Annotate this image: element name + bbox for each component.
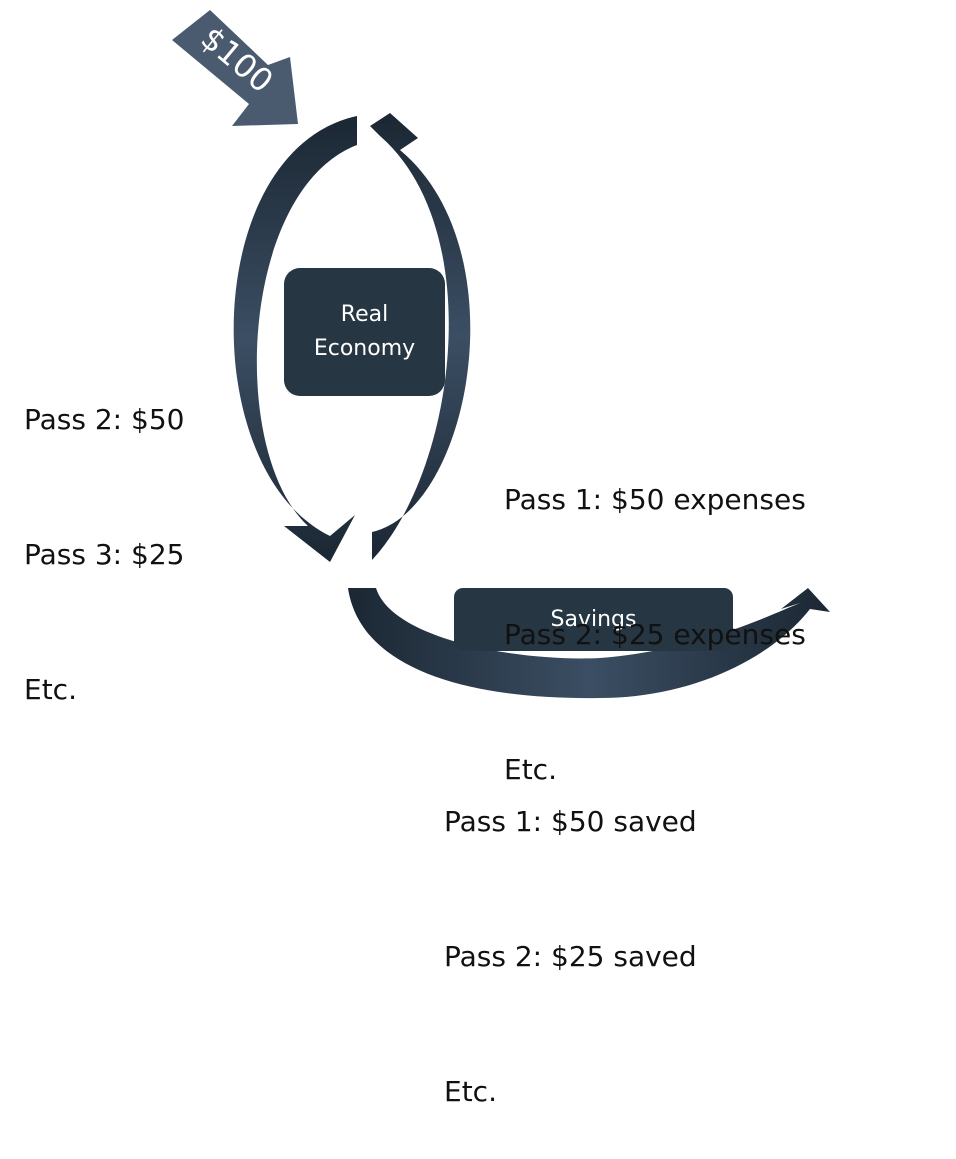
- left-note-line: Pass 3: $25: [24, 538, 185, 571]
- expenses-pass-notes: Pass 1: $50 expenses Pass 2: $25 expense…: [504, 387, 806, 837]
- saved-note-line: Etc.: [444, 1075, 497, 1108]
- savings-box: Savings: [454, 588, 733, 651]
- right-cycle-arrow: [370, 113, 471, 560]
- left-note-line: Etc.: [24, 673, 77, 706]
- savings-label: Savings: [550, 607, 637, 632]
- saved-note-line: Pass 2: $25 saved: [444, 940, 697, 973]
- savings-arrow: [348, 588, 830, 699]
- savings-arrow-body: [348, 588, 830, 699]
- input-arrow: $100: [172, 10, 298, 126]
- left-cycle-arrow: [233, 116, 357, 562]
- expenses-note-line: Pass 1: $50 expenses: [504, 483, 806, 516]
- left-note-line: Pass 2: $50: [24, 403, 185, 436]
- real-economy-box: Real Economy: [284, 268, 445, 396]
- expenses-note-line: Etc.: [504, 753, 557, 786]
- left-pass-notes: Pass 2: $50 Pass 3: $25 Etc.: [24, 307, 184, 757]
- input-arrow-shape: [172, 10, 298, 126]
- right-cycle-arrow-body: [370, 113, 471, 560]
- flow-diagram: $100: [172, 10, 830, 699]
- left-cycle-arrow-body: [233, 116, 357, 562]
- expenses-note-line: Pass 2: $25 expenses: [504, 618, 806, 651]
- real-economy-line2: Economy: [313, 336, 416, 361]
- real-economy-line1: Real: [340, 302, 389, 327]
- saved-pass-notes: Pass 1: $50 saved Pass 2: $25 saved Etc.: [444, 709, 697, 1159]
- saved-note-line: Pass 1: $50 saved: [444, 805, 697, 838]
